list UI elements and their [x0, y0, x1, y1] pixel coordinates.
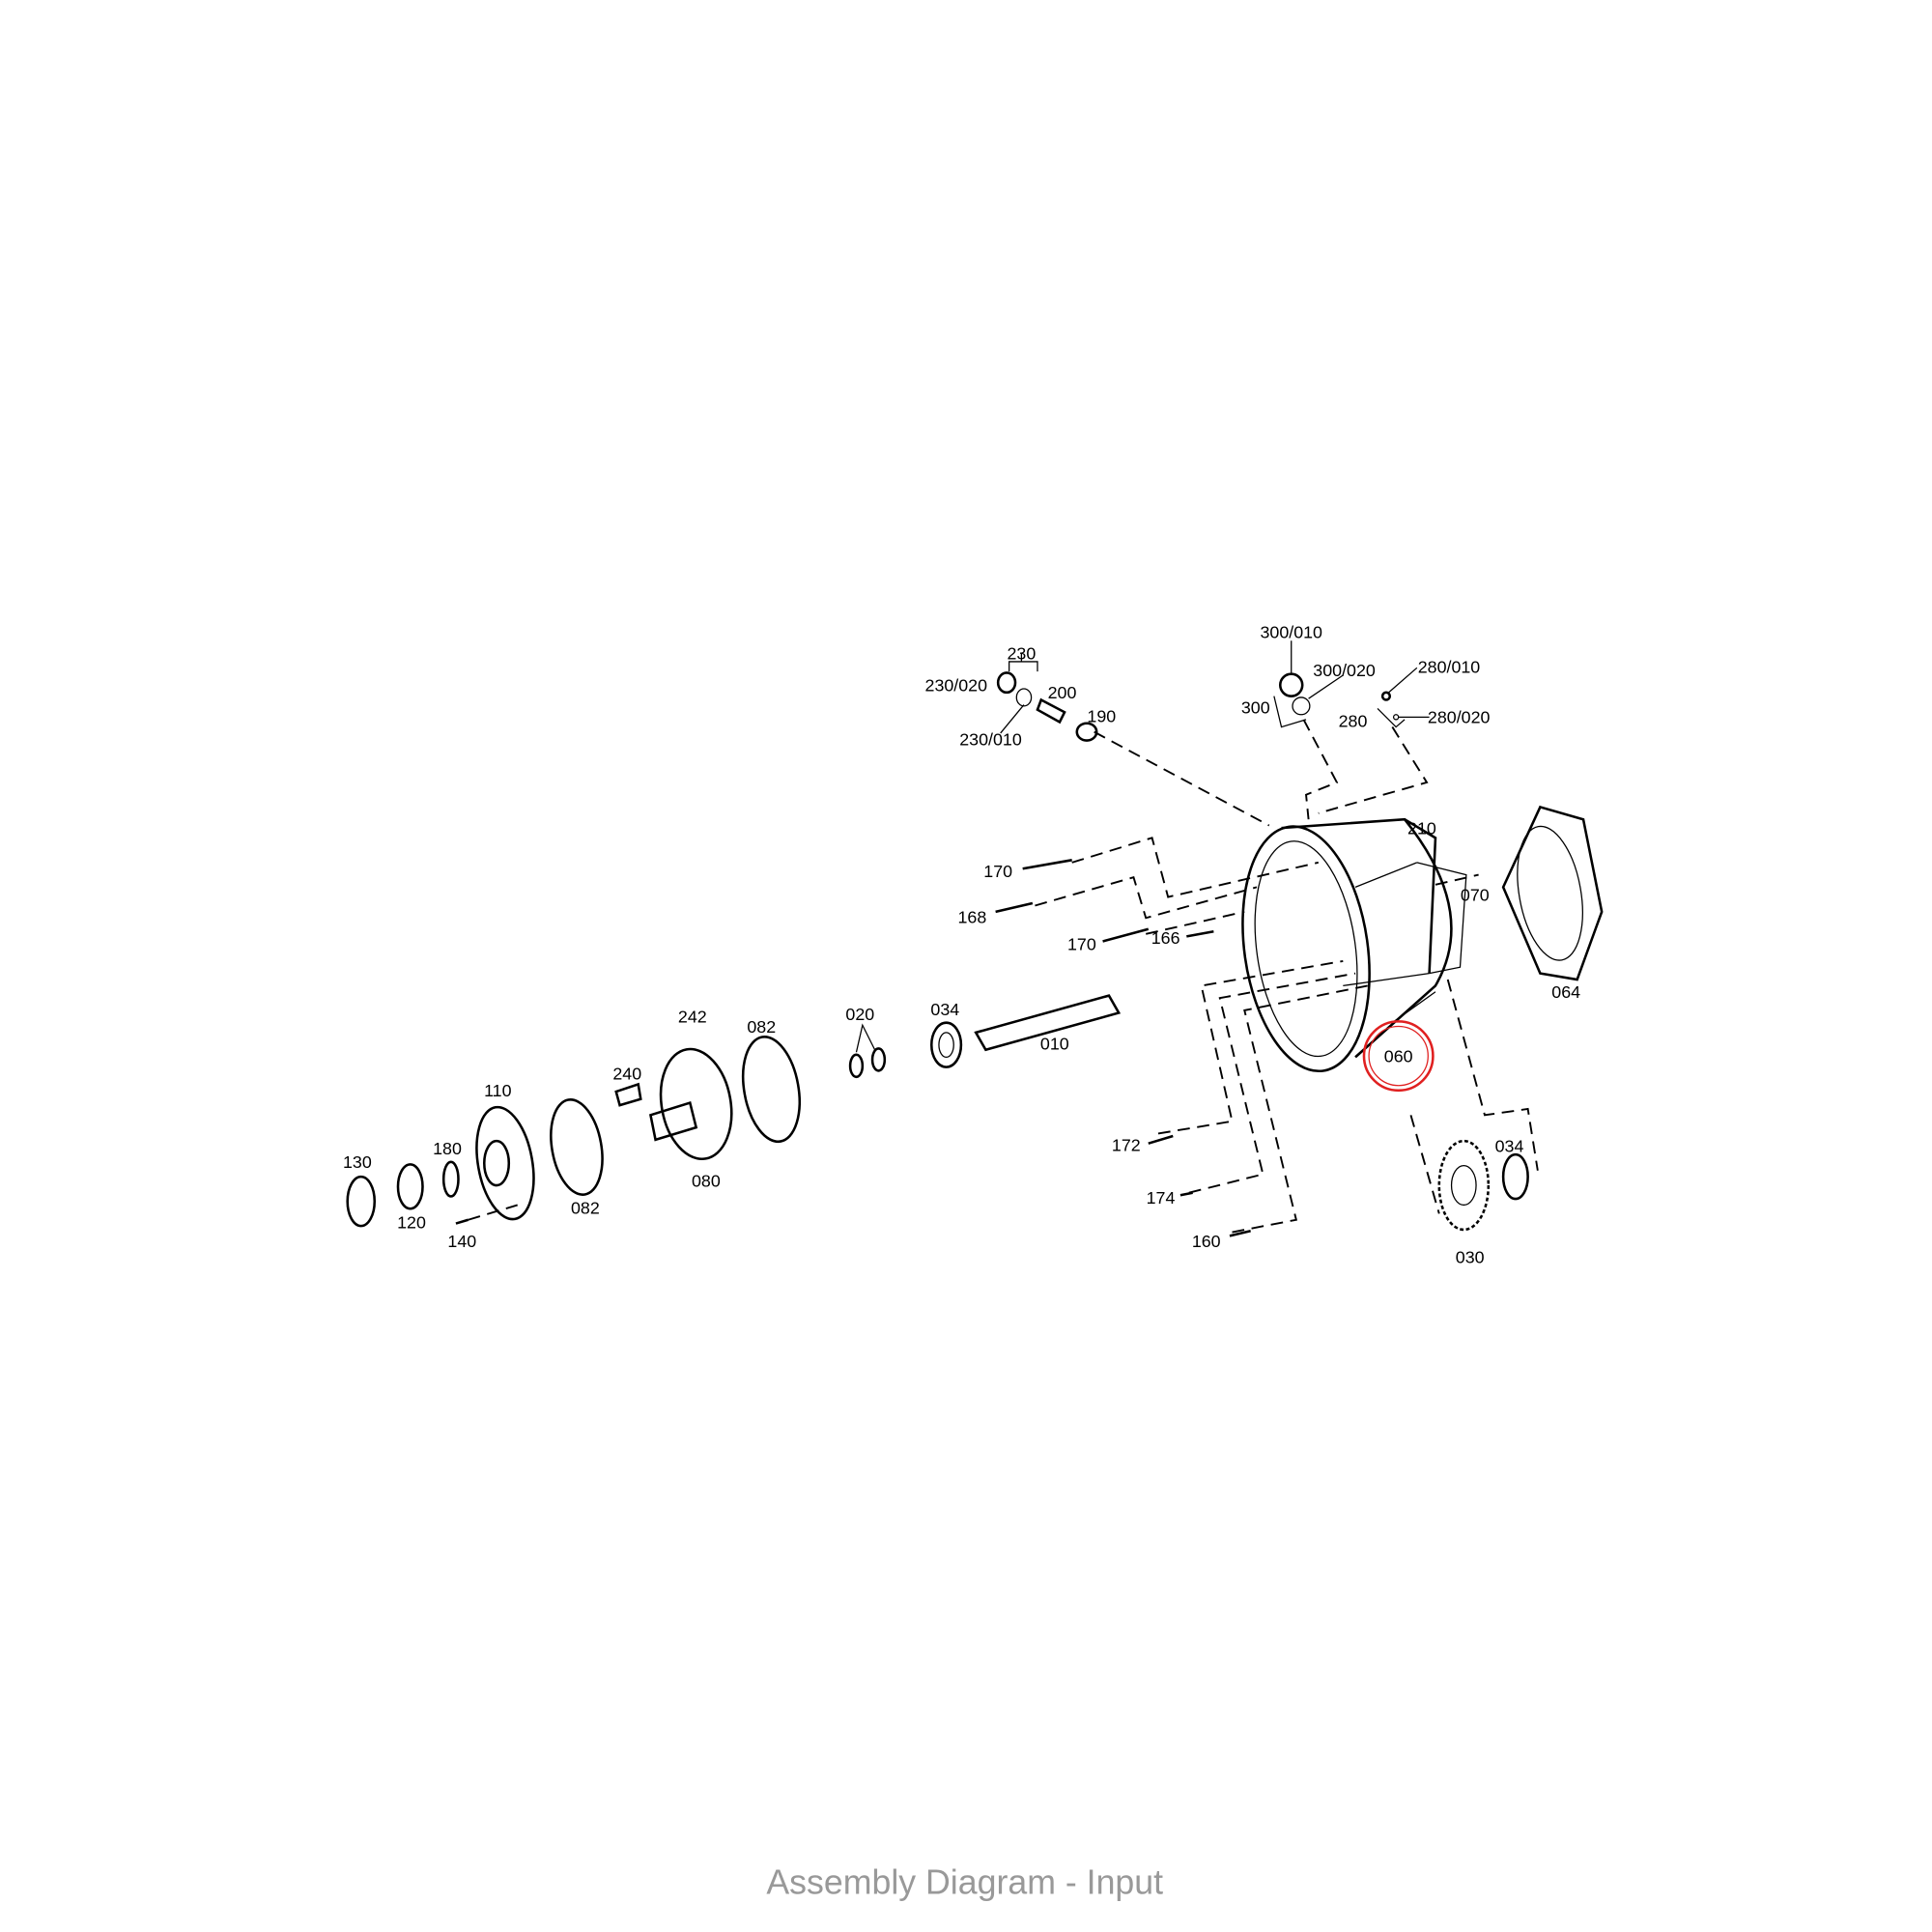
- orings-020: [848, 1023, 887, 1079]
- flange-080: [614, 1047, 733, 1160]
- label-200[interactable]: 200: [1048, 683, 1077, 702]
- label-280-010[interactable]: 280/010: [1418, 657, 1481, 676]
- label-034-left[interactable]: 034: [930, 1000, 959, 1019]
- label-280-020[interactable]: 280/020: [1428, 708, 1491, 727]
- label-170-upper[interactable]: 170: [983, 862, 1012, 881]
- label-030[interactable]: 030: [1456, 1247, 1485, 1266]
- label-020[interactable]: 020: [845, 1005, 874, 1024]
- label-080[interactable]: 080: [692, 1171, 721, 1190]
- label-070[interactable]: 070: [1461, 885, 1490, 904]
- label-300-020[interactable]: 300/020: [1313, 661, 1376, 680]
- label-082-left[interactable]: 082: [571, 1198, 600, 1217]
- label-172[interactable]: 172: [1112, 1135, 1141, 1154]
- label-168[interactable]: 168: [957, 907, 986, 926]
- label-230[interactable]: 230: [1008, 643, 1037, 663]
- label-230-020[interactable]: 230/020: [925, 676, 988, 696]
- label-010[interactable]: 010: [1040, 1035, 1069, 1054]
- oring-082-right: [741, 1036, 801, 1144]
- bearing-120: [396, 1163, 424, 1210]
- label-174[interactable]: 174: [1147, 1188, 1176, 1208]
- label-160[interactable]: 160: [1192, 1232, 1221, 1251]
- label-130[interactable]: 130: [343, 1152, 372, 1172]
- pump-110: [475, 1105, 535, 1221]
- label-240[interactable]: 240: [612, 1064, 641, 1083]
- label-300[interactable]: 300: [1241, 698, 1270, 718]
- highlight-circle-060[interactable]: [1362, 1020, 1435, 1093]
- label-190[interactable]: 190: [1087, 706, 1116, 725]
- label-120[interactable]: 120: [397, 1213, 426, 1233]
- label-210[interactable]: 210: [1407, 819, 1436, 838]
- label-082-right[interactable]: 082: [747, 1017, 776, 1037]
- label-242[interactable]: 242: [678, 1008, 707, 1027]
- label-166[interactable]: 166: [1151, 928, 1180, 948]
- small-parts-top: [996, 640, 1430, 742]
- diagram-caption: Assembly Diagram - Input: [766, 1862, 1163, 1901]
- oring-082-left: [550, 1098, 604, 1196]
- label-170-lower[interactable]: 170: [1067, 934, 1096, 953]
- seal-130: [346, 1175, 377, 1228]
- label-140[interactable]: 140: [447, 1232, 476, 1251]
- label-034-right[interactable]: 034: [1495, 1137, 1524, 1156]
- cover-064: [1501, 805, 1604, 981]
- label-180[interactable]: 180: [433, 1139, 462, 1158]
- highlight-inner-ring: [1368, 1025, 1429, 1087]
- label-060[interactable]: 060: [1384, 1046, 1413, 1065]
- label-300-010[interactable]: 300/010: [1260, 623, 1322, 642]
- shaft-010: [930, 994, 1122, 1068]
- label-110[interactable]: 110: [484, 1081, 512, 1100]
- label-280[interactable]: 280: [1339, 712, 1368, 731]
- part-labels: 230 230/020 200 230/010 190 300/010 300/…: [343, 623, 1580, 1267]
- leader-lines: [468, 719, 1539, 1234]
- label-064[interactable]: 064: [1551, 982, 1580, 1002]
- label-230-010[interactable]: 230/010: [959, 730, 1022, 750]
- bolts: [455, 859, 1251, 1237]
- ring-180: [441, 1160, 460, 1198]
- housing-060: [1241, 817, 1467, 1073]
